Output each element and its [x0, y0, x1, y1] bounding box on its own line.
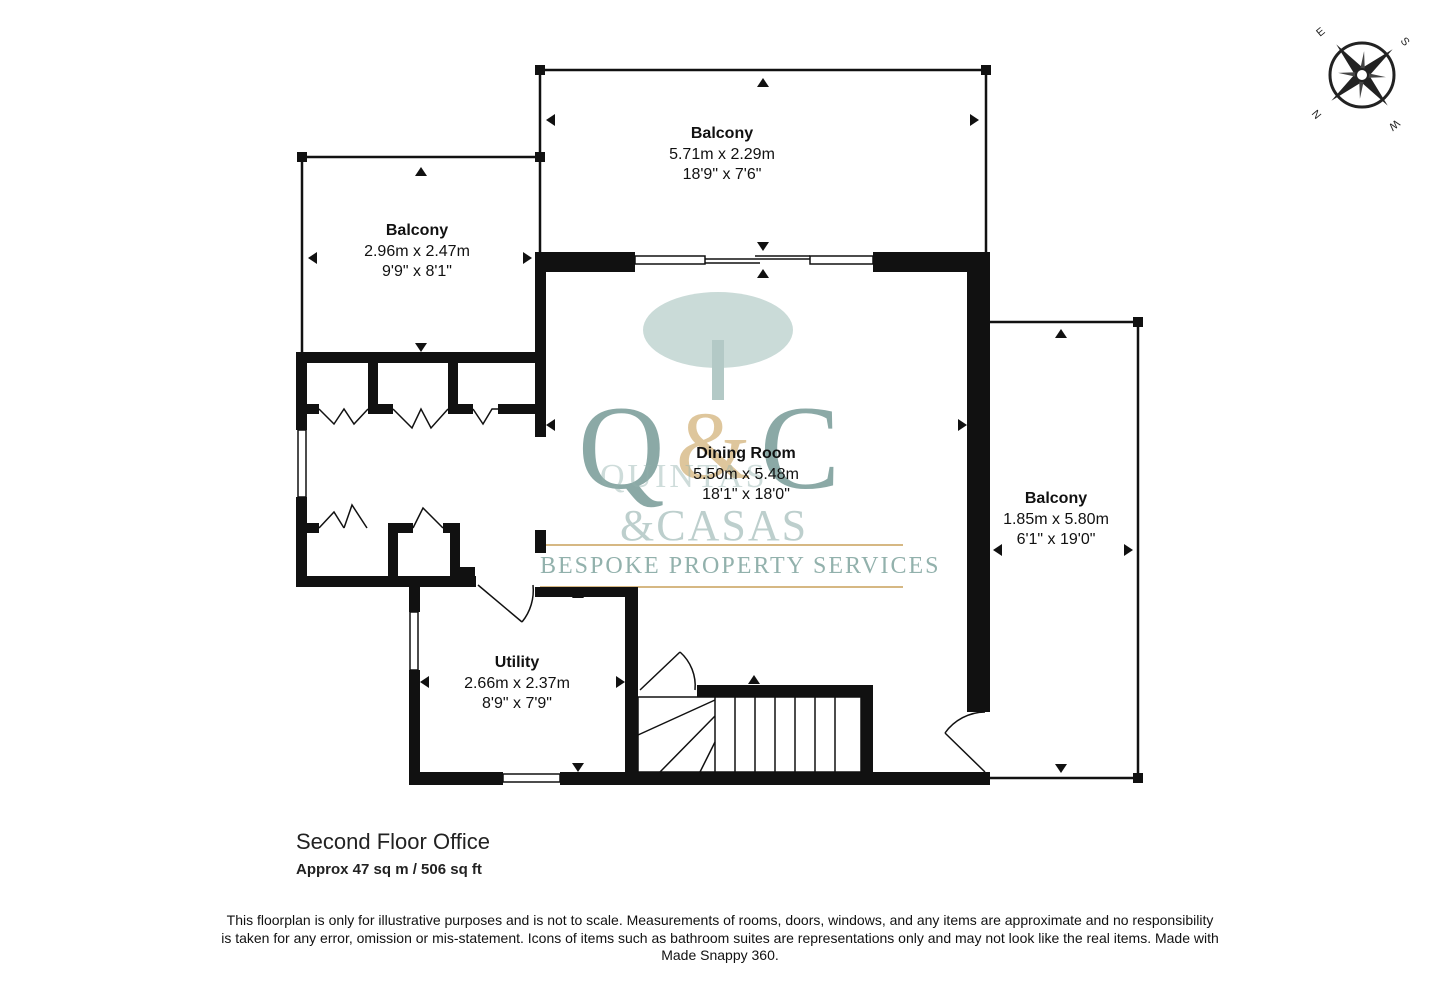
room-name: Utility [495, 654, 540, 671]
window-top-right [809, 255, 874, 265]
room-label-balcony-left: Balcony 2.96m x 2.47m 9'9" x 8'1" [364, 222, 470, 280]
watermark-line2: &CASAS [620, 501, 808, 550]
room-name: Balcony [386, 222, 448, 239]
room-dim-imperial: 8'9" x 7'9" [482, 695, 552, 712]
window-utility-left [409, 611, 419, 671]
room-dim-metric: 1.85m x 5.80m [1003, 511, 1109, 528]
doors [318, 407, 986, 773]
room-label-dining-room: Dining Room 5.50m x 5.48m 18'1" x 18'0" [693, 445, 799, 503]
watermark-monogram-right: C [760, 381, 840, 514]
window-top-left [634, 255, 706, 265]
room-dim-metric: 2.96m x 2.47m [364, 243, 470, 260]
tree-icon [643, 292, 793, 400]
room-label-balcony-top: Balcony 5.71m x 2.29m 18'9" x 7'6" [669, 125, 775, 183]
window-utility-bottom [502, 773, 561, 783]
room-label-balcony-right: Balcony 1.85m x 5.80m 6'1" x 19'0" [1003, 490, 1109, 548]
watermark: Q & C QUINTAS &CASAS BESPOKE PROPERTY SE… [540, 292, 940, 588]
room-dim-metric: 2.66m x 2.37m [464, 675, 570, 692]
room-dim-imperial: 6'1" x 19'0" [1017, 531, 1096, 548]
watermark-monogram-left: Q [578, 381, 665, 514]
windows [297, 255, 874, 783]
room-dim-imperial: 18'9" x 7'6" [683, 166, 762, 183]
room-name: Dining Room [696, 445, 796, 462]
staircase [637, 696, 862, 773]
room-name: Balcony [1025, 490, 1087, 507]
compass-letter-w: W [1386, 117, 1402, 133]
room-label-utility: Utility 2.66m x 2.37m 8'9" x 7'9" [464, 654, 570, 712]
room-dim-metric: 5.50m x 5.48m [693, 466, 799, 483]
disclaimer: This floorplan is only for illustrative … [221, 912, 1219, 963]
room-dim-imperial: 9'9" x 8'1" [382, 263, 452, 280]
compass-icon: E S W N [1310, 25, 1412, 133]
floor-area: Approx 47 sq m / 506 sq ft [296, 861, 482, 878]
walls [296, 252, 990, 785]
floor-title: Second Floor Office [296, 829, 491, 854]
compass-letter-e: E [1314, 25, 1327, 39]
dimension-arrows [308, 78, 1133, 773]
room-dim-imperial: 18'1" x 18'0" [702, 486, 790, 503]
room-name: Balcony [691, 125, 753, 142]
watermark-line1: QUINTAS [600, 458, 768, 495]
sliding-door [705, 255, 810, 264]
window-closet-left [297, 429, 307, 498]
watermark-line3: BESPOKE PROPERTY SERVICES [540, 553, 940, 579]
compass-letter-s: S [1398, 35, 1412, 48]
watermark-ampersand: & [676, 392, 751, 499]
room-dim-metric: 5.71m x 2.29m [669, 146, 775, 163]
balcony-posts [297, 65, 1143, 783]
compass-letter-n: N [1310, 107, 1324, 121]
